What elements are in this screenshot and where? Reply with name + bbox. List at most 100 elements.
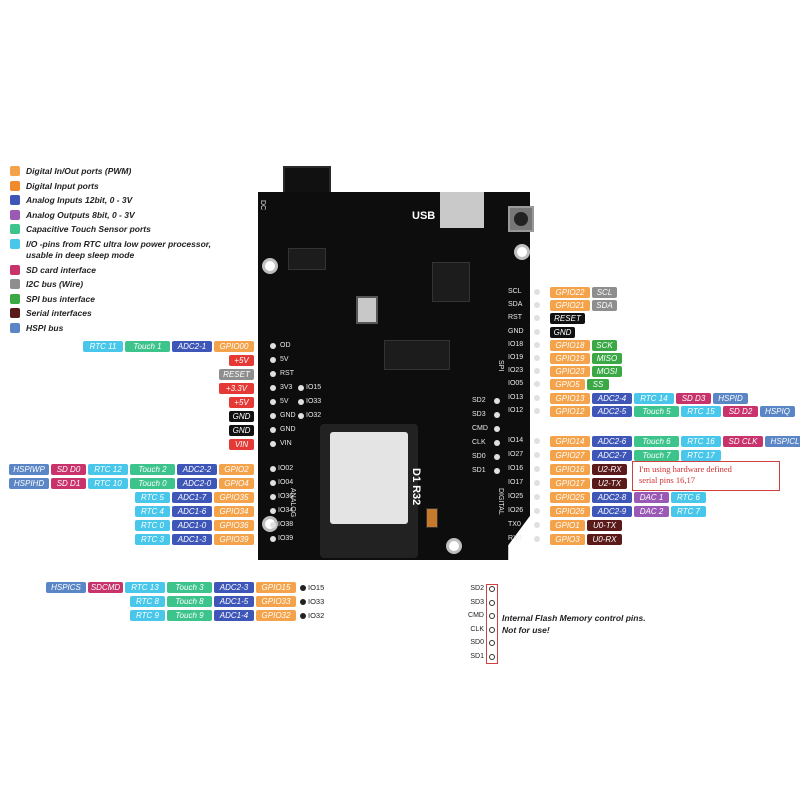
pin-tag: RTC 3 xyxy=(135,534,170,545)
spi-label: SPI xyxy=(497,360,504,372)
pin-tag: HSPIQ xyxy=(760,405,795,417)
pin-pad xyxy=(298,413,304,419)
legend-swatch xyxy=(10,224,20,234)
serial-note-line1: I'm using hardware defined xyxy=(639,464,732,474)
pin-pad xyxy=(270,466,276,472)
pin-tag: GPIO16 xyxy=(550,464,590,475)
pin-pad xyxy=(534,452,540,458)
pin-label: OD xyxy=(280,342,291,349)
legend-label: Digital Input ports xyxy=(26,180,99,191)
pin-tag: RTC 13 xyxy=(125,582,165,593)
pin-pad xyxy=(494,426,500,432)
pin-tag: Touch 3 xyxy=(167,582,212,593)
pin-label: SD2 xyxy=(472,397,486,404)
pin-tag: GPIO39 xyxy=(214,534,254,545)
pin-tag: GND xyxy=(229,425,254,436)
pin-tag: GPIO33 xyxy=(256,596,296,607)
pin-pad xyxy=(534,328,540,335)
pin-pad xyxy=(270,480,276,486)
mount-hole-bottom-right xyxy=(446,538,462,554)
flash-pin xyxy=(489,626,495,633)
flash-note: Internal Flash Memory control pins. Not … xyxy=(502,612,646,636)
pin-pad xyxy=(270,536,276,542)
pin-label: IO15 xyxy=(306,384,322,391)
pin-label: IO38 xyxy=(278,521,294,528)
pin-label: IO05 xyxy=(508,380,524,388)
usb-serial-chip xyxy=(432,262,470,302)
pin-tag: VIN xyxy=(229,439,254,450)
pin-tag: ADC2-0 xyxy=(177,478,217,489)
serial-note-line2: serial pins 16,17 xyxy=(639,475,695,485)
pin-pad xyxy=(534,466,540,472)
pin-tag: RTC 4 xyxy=(135,506,170,517)
flash-note-line1: Internal Flash Memory control pins. xyxy=(502,613,646,623)
pin-tag: SD D0 xyxy=(51,464,86,475)
pin-tag: GND xyxy=(229,411,254,422)
pin-tag: HSPICS xyxy=(46,582,86,593)
pin-label: IO17 xyxy=(508,479,524,486)
pin-pad xyxy=(534,355,540,361)
pin-tag: RTC 0 xyxy=(135,520,170,531)
pin-tag: GND xyxy=(550,326,575,338)
legend-label: SPI bus interface xyxy=(26,293,95,304)
pin-tag: Touch 0 xyxy=(130,478,175,489)
regulator xyxy=(288,248,326,270)
pin-label: VIN xyxy=(280,440,292,447)
flash-pin xyxy=(489,599,495,606)
pin-dot xyxy=(300,584,306,591)
legend-label: usable in deep sleep mode xyxy=(26,249,135,260)
pin-label: IO15 xyxy=(308,583,325,592)
pin-label: SD1 xyxy=(472,467,486,474)
legend-label: I2C bus (Wire) xyxy=(26,279,84,289)
pin-label: IO16 xyxy=(508,465,524,472)
flash-note-line2: Not for use! xyxy=(502,625,550,635)
flash-pin xyxy=(489,653,495,660)
pin-tag: ADC2-7 xyxy=(592,450,632,461)
pin-label: RX0 xyxy=(508,535,522,542)
smd-led xyxy=(426,508,438,528)
pin-tag: GPIO15 xyxy=(256,582,296,593)
legend-swatch xyxy=(10,166,20,176)
pin-label: IO18 xyxy=(508,340,524,348)
pin-label: CLK xyxy=(472,439,486,446)
pin-tag: RTC 5 xyxy=(135,492,170,503)
flash-pin-label: CMD xyxy=(468,612,484,619)
pin-pad xyxy=(270,399,276,405)
pin-tag: SS xyxy=(587,379,609,391)
pin-tag: ADC2-2 xyxy=(177,464,217,475)
pin-tag: ADC2-3 xyxy=(214,582,254,593)
pin-tag: +5V xyxy=(229,397,254,408)
pin-tag: Touch 8 xyxy=(167,596,212,607)
pin-tag: HSPIWP xyxy=(9,464,49,475)
pin-label: RST xyxy=(508,314,522,322)
board-name: D1 R32 xyxy=(410,468,422,506)
pin-tag: GPIO18 xyxy=(550,339,590,351)
flash-pin xyxy=(489,640,495,646)
pin-dot xyxy=(300,612,306,619)
pin-label: 3V3 xyxy=(280,384,293,391)
pin-tag: GPIO27 xyxy=(550,450,590,461)
pin-pad xyxy=(494,412,500,418)
flash-pin-label: SD1 xyxy=(470,652,484,660)
pin-tag: GPIO23 xyxy=(550,366,590,378)
module-shield xyxy=(330,432,408,524)
pin-tag: GPIO5 xyxy=(550,379,585,391)
pin-pad xyxy=(534,536,540,542)
pin-tag: ADC1-3 xyxy=(172,534,212,545)
pin-pad xyxy=(534,522,540,528)
pin-tag: +5V xyxy=(229,355,254,366)
pin-tag: GPIO22 xyxy=(550,287,590,298)
pin-tag: ADC2-1 xyxy=(172,341,212,352)
pin-tag: GPIO2 xyxy=(219,464,254,475)
pin-tag: DAC 1 xyxy=(634,492,669,503)
pin-label: GND xyxy=(280,426,296,433)
pin-pad xyxy=(534,381,540,388)
pin-tag: ADC2-9 xyxy=(592,506,632,517)
pin-pad xyxy=(534,289,540,295)
header-block xyxy=(384,340,450,370)
flash-pin-label: CLK xyxy=(470,625,484,633)
pin-pad xyxy=(534,341,540,348)
pin-pad xyxy=(494,440,500,446)
pin-tag: ADC1-7 xyxy=(172,492,212,503)
